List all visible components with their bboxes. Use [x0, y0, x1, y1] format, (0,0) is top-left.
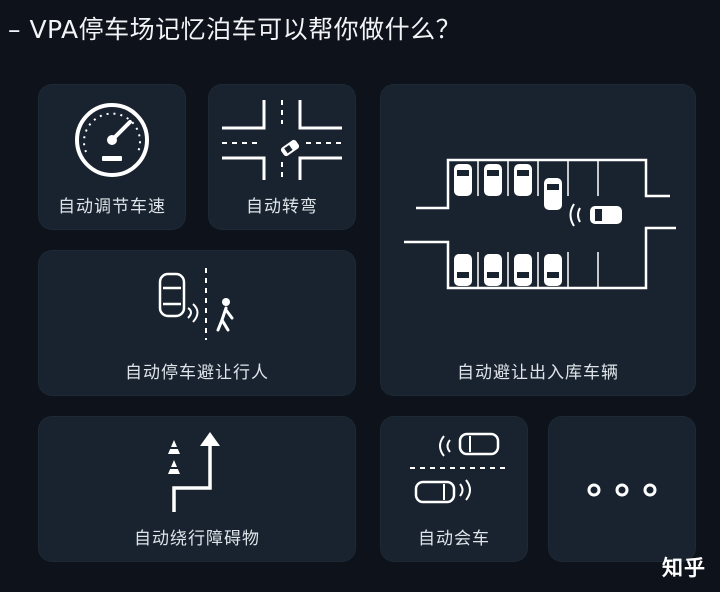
card-label: 自动绕行障碍物 [134, 529, 260, 549]
card-more[interactable] [548, 416, 696, 562]
card-label: 自动转弯 [246, 197, 318, 217]
card-parking-exit-avoid: 自动避让出入库车辆 [380, 84, 696, 396]
pedestrian-icon [158, 268, 234, 340]
card-label: 自动调节车速 [58, 197, 166, 217]
more-dots-icon [587, 483, 657, 497]
intersection-icon [222, 100, 342, 180]
card-pedestrian-avoid: 自动停车避让行人 [38, 250, 356, 396]
page-title: – VPA停车场记忆泊车可以帮你做什么？ [8, 15, 462, 44]
detour-arrow-icon [168, 432, 220, 512]
card-oncoming-car: 自动会车 [380, 416, 528, 562]
card-obstacle-detour: 自动绕行障碍物 [38, 416, 356, 562]
card-label: 自动避让出入库车辆 [457, 363, 619, 383]
watermark-logo: 知乎 [662, 556, 706, 580]
card-auto-speed: 自动调节车速 [38, 84, 186, 230]
card-label: 自动会车 [418, 529, 490, 549]
card-auto-turn: 自动转弯 [208, 84, 356, 230]
parking-lot-icon [404, 158, 676, 290]
speedometer-icon [75, 103, 149, 177]
oncoming-car-icon [410, 432, 510, 504]
card-label: 自动停车避让行人 [125, 363, 269, 383]
